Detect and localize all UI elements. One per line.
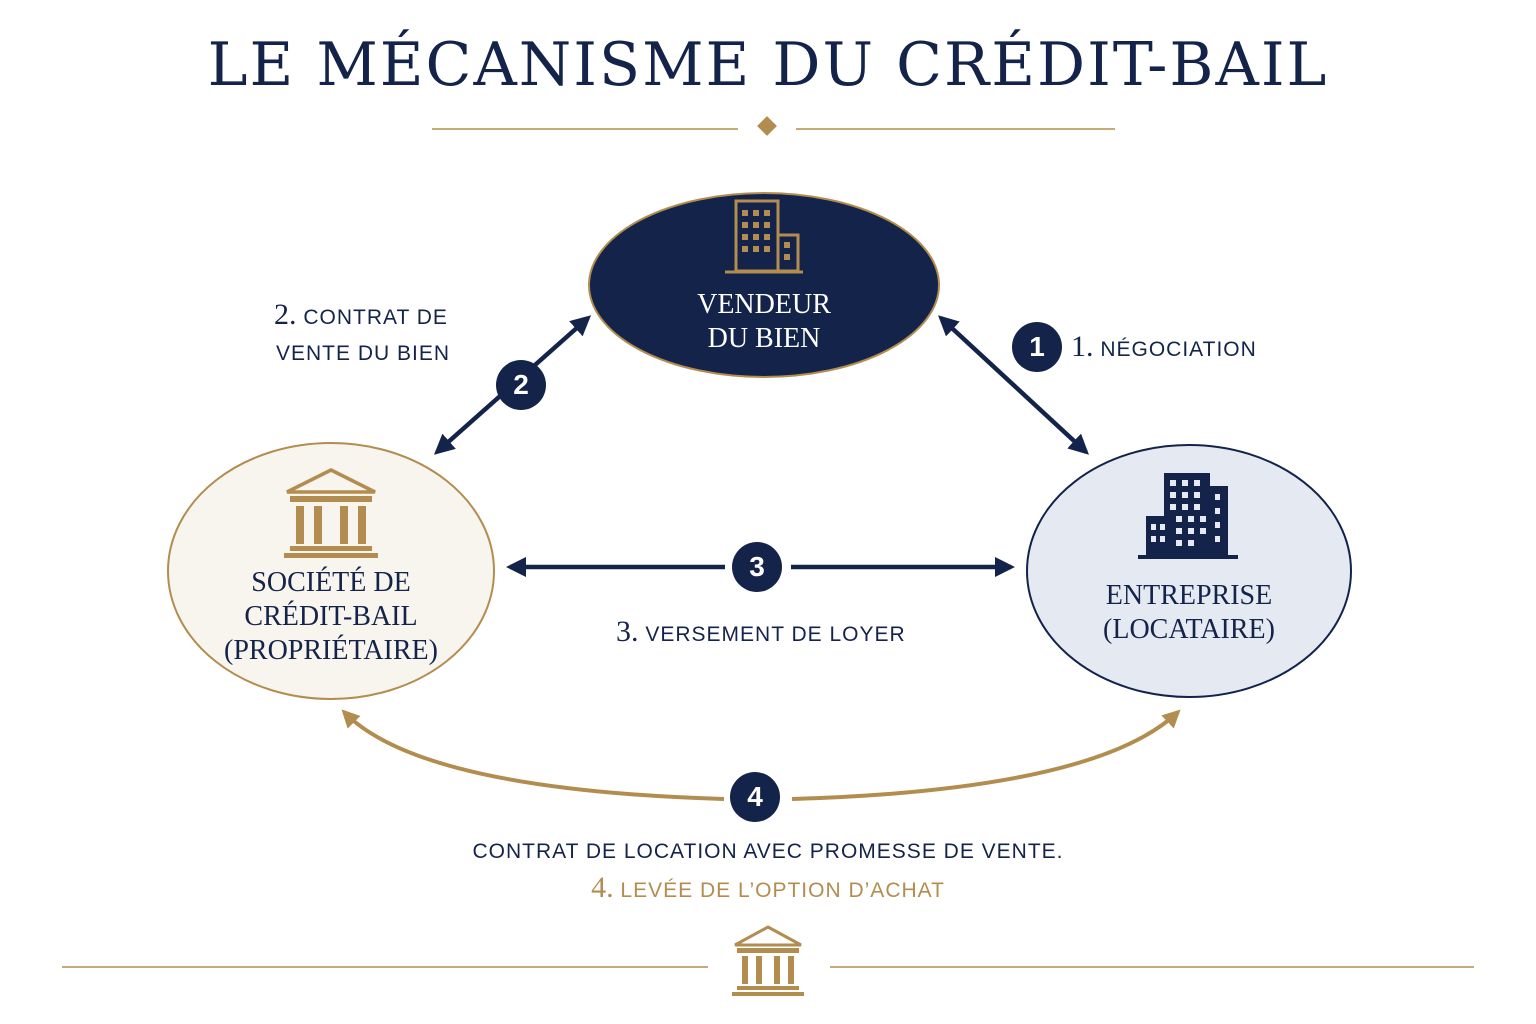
step-2-label-line1: CONTRAT DE [303, 306, 448, 329]
step-2-label-line2: VENTE DU BIEN [276, 342, 451, 365]
societe-label: SOCIÉTÉ DE CRÉDIT-BAIL (PROPRIÉTAIRE) [224, 567, 438, 666]
step-3-badge: 3 [732, 542, 782, 592]
step-1-text: 1. NÉGOCIATION [1071, 330, 1257, 364]
title-divider [432, 116, 1115, 136]
step-3-number: 3. [616, 615, 639, 648]
step-2-badge: 2 [496, 360, 546, 410]
societe-node-shape [167, 442, 495, 700]
step-1-label: NÉGOCIATION [1100, 338, 1257, 361]
arrow-option-left [341, 709, 725, 801]
step-1-badge: 1 [1012, 322, 1062, 372]
vendeur-node-shape [588, 192, 940, 378]
step-3-text: 3. VERSEMENT DE LOYER [616, 615, 906, 649]
step-4-description: CONTRAT DE LOCATION AVEC PROMESSE DE VEN… [472, 840, 1064, 863]
step-1-number: 1. [1071, 330, 1094, 363]
entreprise-label: ENTREPRISE (LOCATAIRE) [1103, 580, 1275, 645]
page-title: LE MÉCANISME DU CRÉDIT-BAIL [207, 30, 1329, 100]
bank-columns-icon [284, 468, 378, 558]
step-4-number: 4. [591, 871, 614, 904]
step-3-label: VERSEMENT DE LOYER [645, 623, 906, 646]
step-4-badge: 4 [730, 772, 780, 822]
footer-bank-columns-icon [732, 925, 804, 996]
step-4-text: 4. LEVÉE DE L’OPTION D’ACHAT [0, 871, 1536, 905]
city-buildings-icon [1138, 473, 1238, 559]
vendeur-label: VENDEUR DU BIEN [697, 289, 831, 354]
step-4-label: LEVÉE DE L’OPTION D’ACHAT [620, 879, 945, 902]
footer-divider [62, 925, 1474, 996]
entreprise-node-shape [1026, 444, 1352, 698]
office-building-icon [725, 199, 803, 274]
step-2-number: 2. [274, 298, 297, 331]
step-2-text-line1: 2. CONTRAT DE [274, 298, 448, 332]
arrow-option-right [791, 709, 1181, 801]
diamond-ornament-icon [757, 116, 777, 136]
arrow-negociation [938, 315, 1089, 455]
